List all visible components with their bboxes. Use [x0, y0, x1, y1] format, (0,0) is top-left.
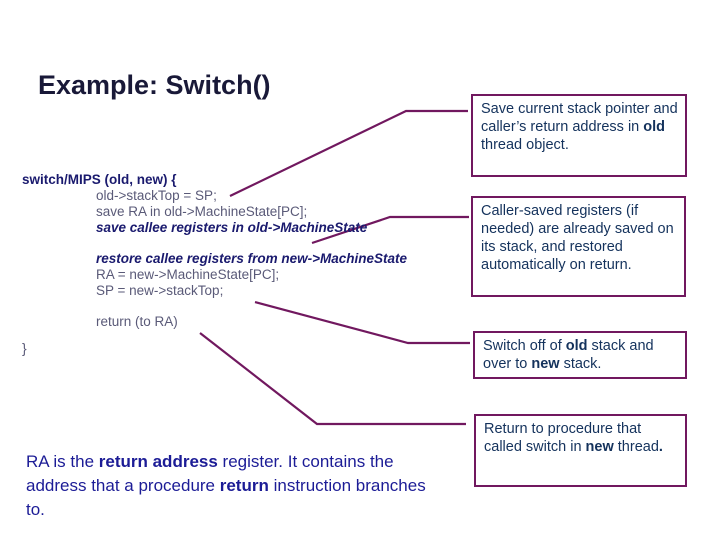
body-text: Switch off of [483, 338, 566, 354]
connector-to-callout-4 [199, 332, 466, 426]
callout-save-old-state: Save current stack pointer and caller’s … [471, 94, 687, 177]
emphasis-text: old [565, 338, 588, 354]
code-listing: switch/MIPS (old, new) {old->stackTop = … [22, 172, 462, 330]
emphasis-text: . [658, 439, 663, 455]
body-text: thread object. [481, 137, 569, 153]
code-line [22, 299, 462, 314]
body-text: RA is the [26, 452, 99, 471]
body-text: Caller-saved registers (if needed) are a… [481, 203, 674, 273]
emphasis-text: return [219, 476, 269, 495]
body-text: stack. [559, 356, 602, 372]
body-text: register. It contains the address that a… [26, 452, 394, 495]
code-line: save callee registers in old->MachineSta… [96, 220, 368, 235]
code-line: SP = new->stackTop; [96, 283, 224, 298]
bottom-explanation-text: RA is the return address register. It co… [26, 450, 426, 522]
code-closing-brace: } [22, 340, 27, 356]
callout-return-to-procedure: Return to procedure that called switch i… [474, 414, 687, 487]
code-line: return (to RA) [96, 314, 178, 329]
emphasis-text: old [643, 119, 666, 135]
body-text: stack and over to [483, 338, 654, 372]
emphasis-text: return address [98, 452, 218, 471]
callout-switch-stacks: Switch off of old stack and over to new … [473, 331, 687, 379]
body-text: instruction branches to. [26, 476, 426, 519]
emphasis-text: new [531, 356, 560, 372]
emphasis-text: new [585, 439, 614, 455]
page-title: Example: Switch() [38, 70, 271, 101]
code-line: save RA in old->MachineState[PC]; [96, 204, 308, 219]
code-line: RA = new->MachineState[PC]; [96, 267, 280, 282]
code-line: old->stackTop = SP; [96, 188, 217, 203]
body-text: Return to procedure that called switch i… [484, 421, 642, 455]
code-line: restore callee registers from new->Machi… [96, 251, 408, 266]
code-line: switch/MIPS (old, new) { [22, 172, 177, 187]
code-line [22, 236, 462, 251]
body-text: thread [613, 439, 659, 455]
body-text: Save current stack pointer and caller’s … [481, 101, 678, 135]
callout-caller-saved-registers: Caller-saved registers (if needed) are a… [471, 196, 686, 297]
